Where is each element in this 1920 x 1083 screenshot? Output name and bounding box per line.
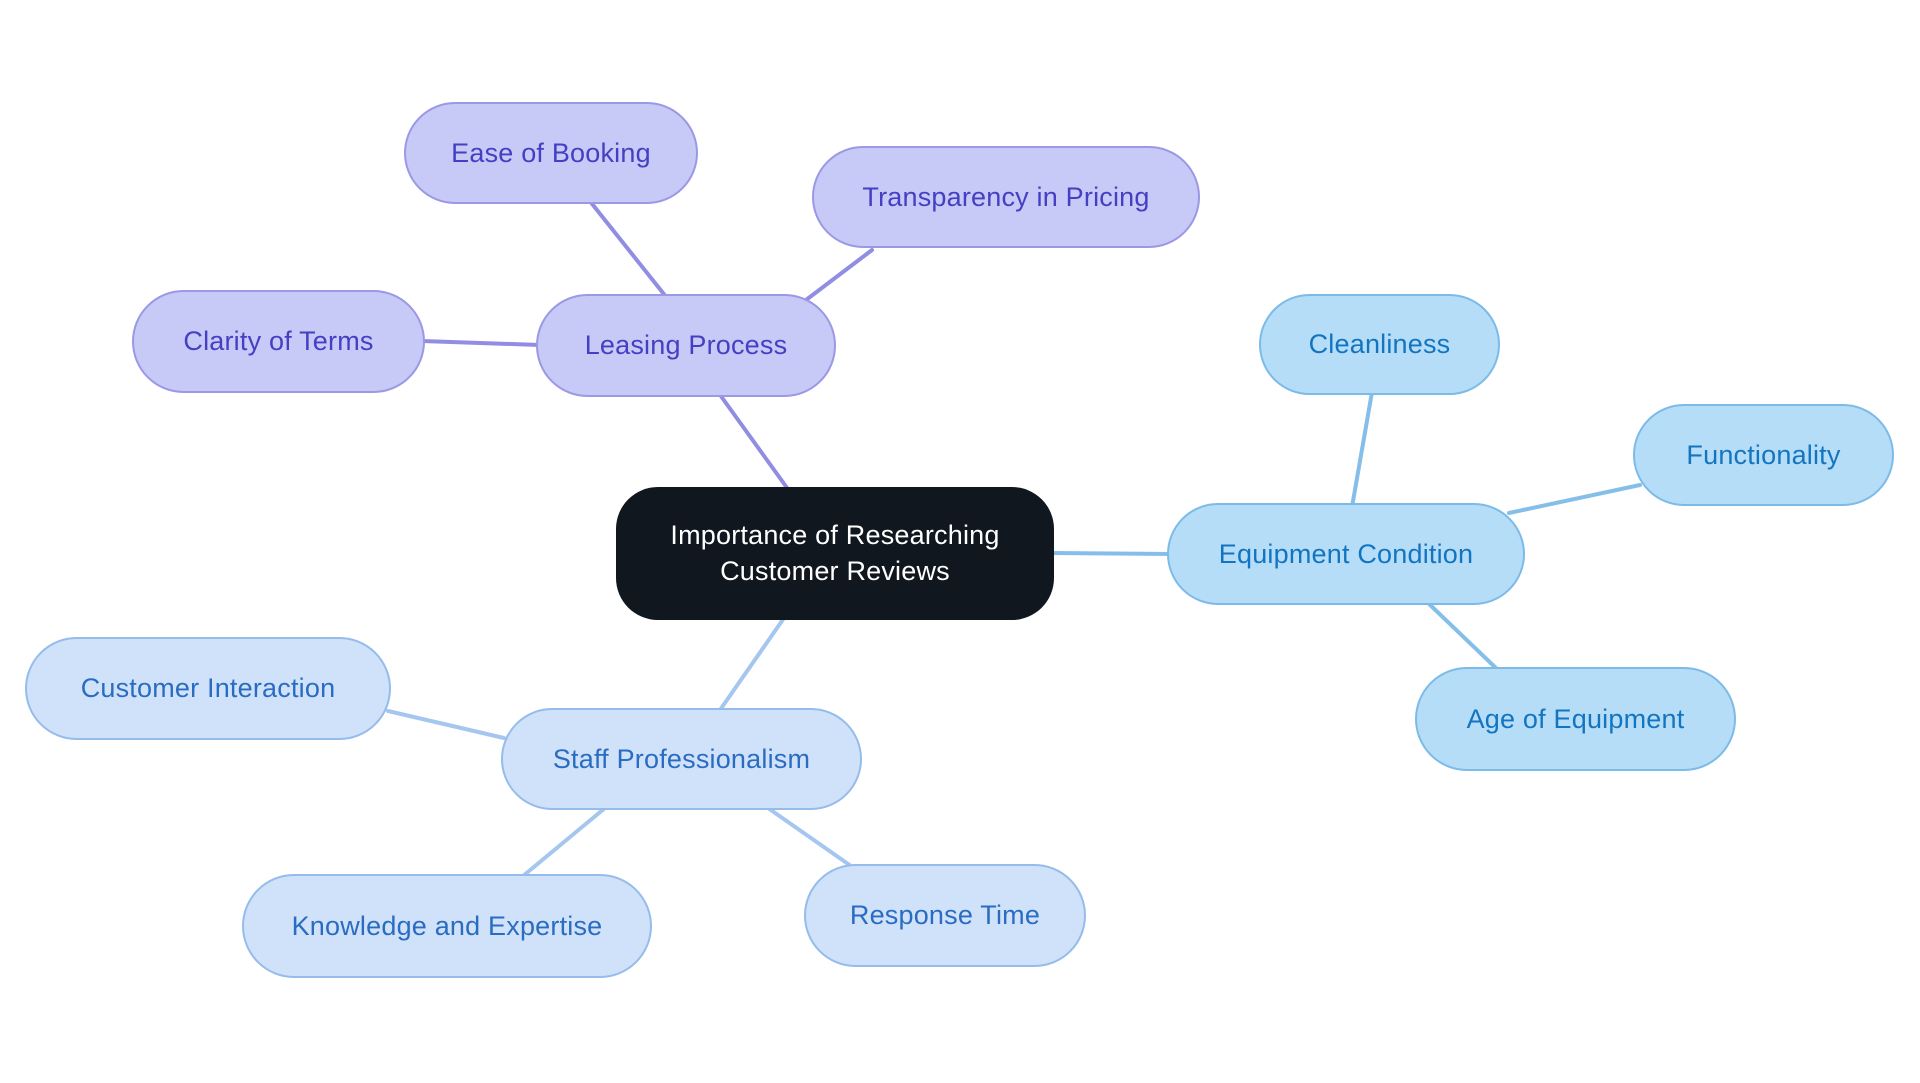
node-staff-professionalism[interactable]: Staff Professionalism (501, 708, 862, 810)
edge-equipment-age-of-equipment (1424, 599, 1500, 672)
node-age-of-equipment-label: Age of Equipment (1466, 703, 1685, 734)
edge-clarity-of-terms-leasing (420, 339, 542, 347)
edge-leasing-ease-of-booking (587, 198, 669, 300)
node-leasing-process-label: Leasing Process (584, 330, 788, 360)
edge-customer-interaction-staff (386, 709, 506, 740)
node-customer-interaction-label: Customer Interaction (80, 673, 336, 703)
node-response-time[interactable]: Response Time (804, 864, 1086, 967)
node-transparency-in-pricing-label: Transparency in Pricing (862, 181, 1150, 212)
edge-cleanliness-equipment (1350, 390, 1374, 509)
node-equipment-condition[interactable]: Equipment Condition (1167, 503, 1525, 605)
node-root[interactable]: Importance of Researching Customer Revie… (616, 487, 1054, 620)
node-functionality-label: Functionality (1686, 439, 1841, 470)
edge-root-leasing-process (716, 390, 792, 494)
node-ease-of-booking-label: Ease of Booking (451, 137, 651, 168)
node-cleanliness[interactable]: Cleanliness (1259, 294, 1500, 395)
node-clarity-of-terms[interactable]: Clarity of Terms (132, 290, 425, 393)
node-ease-of-booking[interactable]: Ease of Booking (404, 102, 698, 204)
node-response-time-label: Response Time (849, 900, 1041, 930)
node-knowledge-and-expertise-label: Knowledge and Expertise (291, 910, 603, 941)
edge-staff-response-time (766, 806, 853, 868)
edge-equipment-functionality (1507, 483, 1642, 515)
node-knowledge-and-expertise[interactable]: Knowledge and Expertise (242, 874, 652, 978)
node-clarity-of-terms-label: Clarity of Terms (183, 326, 374, 356)
node-equipment-condition-label: Equipment Condition (1218, 538, 1474, 569)
edge-root-staff-professionalism (718, 616, 786, 712)
node-functionality[interactable]: Functionality (1633, 404, 1894, 506)
edge-leasing-transparency-in-pricing (804, 248, 874, 302)
node-customer-interaction[interactable]: Customer Interaction (25, 637, 391, 740)
node-transparency-in-pricing[interactable]: Transparency in Pricing (812, 146, 1200, 248)
node-leasing-process[interactable]: Leasing Process (536, 294, 836, 397)
edge-root-equipment-condition (1048, 551, 1172, 556)
node-staff-professionalism-label: Staff Professionalism (552, 743, 811, 774)
node-cleanliness-label: Cleanliness (1308, 329, 1451, 359)
node-age-of-equipment[interactable]: Age of Equipment (1415, 667, 1736, 771)
node-root-label: Importance of Researching Customer Revie… (670, 520, 1000, 586)
edge-staff-knowledge-and-expertise (521, 806, 607, 878)
